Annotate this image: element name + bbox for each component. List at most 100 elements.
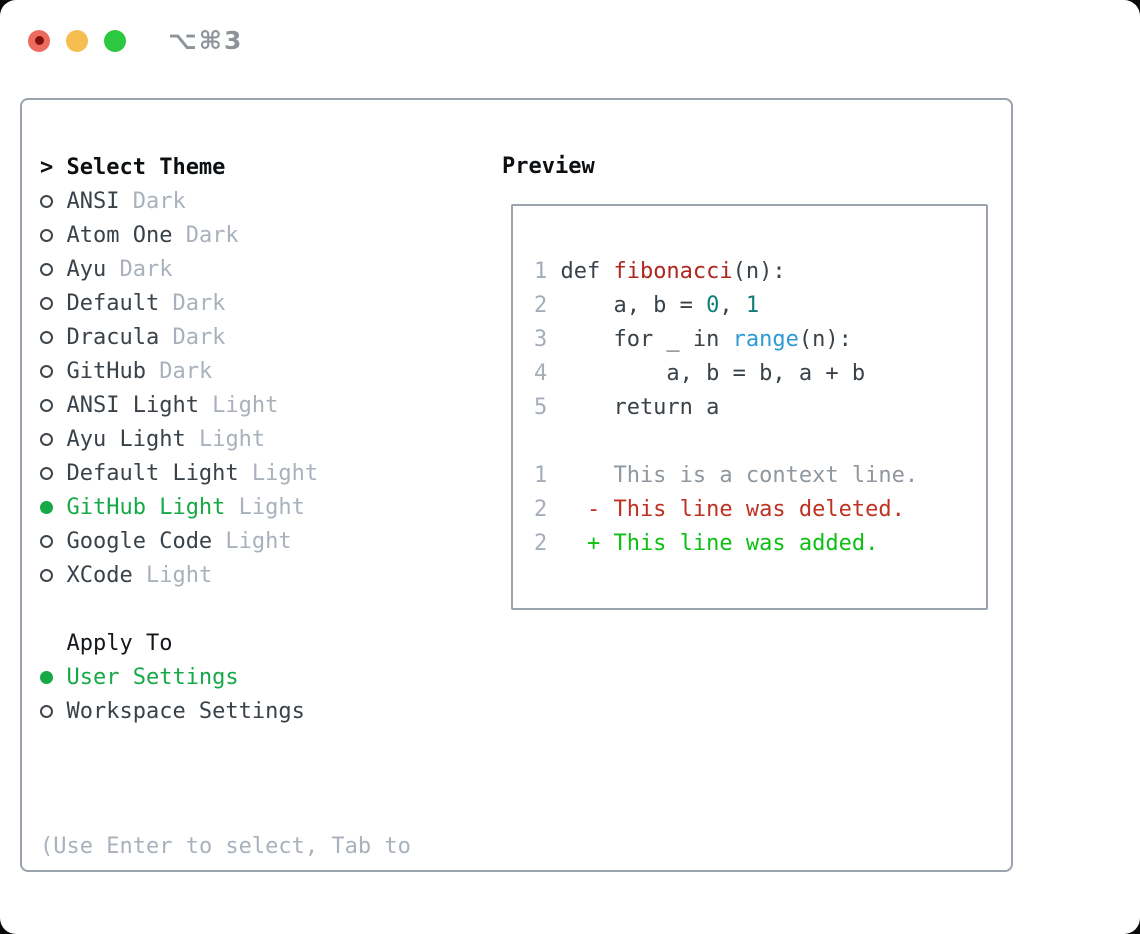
radio-selected-icon xyxy=(40,670,66,684)
line-number: 1 xyxy=(534,463,548,488)
theme-variant: Dark xyxy=(172,222,239,248)
close-dot-icon xyxy=(34,36,44,45)
minimize-button[interactable] xyxy=(66,29,88,52)
theme-option-ansi-light[interactable]: ANSI Light Light xyxy=(40,388,318,422)
theme-option-ansi[interactable]: ANSI Dark xyxy=(40,184,318,218)
theme-name: Default xyxy=(66,290,160,316)
theme-variant: Dark xyxy=(106,256,173,282)
radio-icon xyxy=(40,296,66,310)
select-theme-header: > Select Theme xyxy=(40,150,318,184)
theme-name: Default Light xyxy=(66,460,239,486)
theme-option-xcode[interactable]: XCode Light xyxy=(40,558,318,592)
line-number: 5 xyxy=(534,395,548,420)
window-shortcut-label: ⌥⌘3 xyxy=(168,26,244,55)
code-text: This is a context line. xyxy=(560,463,919,488)
theme-variant: Light xyxy=(185,426,266,452)
theme-variant: Dark xyxy=(145,358,213,384)
close-button[interactable] xyxy=(28,29,50,52)
line-number: 2 xyxy=(534,497,548,522)
theme-name: Dracula xyxy=(66,324,160,350)
code-line xyxy=(534,425,918,459)
theme-variant: Light xyxy=(132,562,213,588)
radio-icon xyxy=(40,534,66,548)
window-titlebar: ⌥⌘3 xyxy=(28,26,243,55)
line-number: 2 xyxy=(534,293,548,318)
apply-to-header: Apply To xyxy=(40,626,318,660)
code-line: 4 a, b = b, a + b xyxy=(534,357,918,391)
code-text: for _ in range(n): xyxy=(560,327,852,352)
apply-option-label: Workspace Settings xyxy=(66,698,305,724)
theme-option-google-code[interactable]: Google Code Light xyxy=(40,524,318,558)
code-line: 1 This is a context line. xyxy=(534,459,918,493)
theme-option-dracula[interactable]: Dracula Dark xyxy=(40,320,318,354)
theme-variant: Light xyxy=(198,392,279,418)
code-line: 2 - This line was deleted. xyxy=(534,493,918,527)
theme-name: Google Code xyxy=(66,528,213,554)
code-text: + This line was added. xyxy=(560,531,879,556)
code-text: return a xyxy=(560,395,720,420)
theme-option-atom-one[interactable]: Atom One Dark xyxy=(40,218,318,252)
radio-icon xyxy=(40,704,66,718)
radio-selected-icon xyxy=(40,500,66,514)
theme-variant: Light xyxy=(225,494,305,520)
code-line: 1 def fibonacci(n): xyxy=(534,255,918,289)
radio-icon xyxy=(40,466,66,480)
radio-icon xyxy=(40,194,66,208)
theme-option-github-light[interactable]: GitHub Light Light xyxy=(40,490,318,524)
theme-variant: Dark xyxy=(159,324,226,350)
line-number: 2 xyxy=(534,531,548,556)
theme-variant: Light xyxy=(212,528,292,554)
help-text: (Use Enter to select, Tab to change focu… xyxy=(40,762,411,934)
apply-option-workspace-settings[interactable]: Workspace Settings xyxy=(40,694,318,728)
theme-name: ANSI Light xyxy=(66,392,199,418)
line-number: 1 xyxy=(534,259,548,284)
radio-icon xyxy=(40,330,66,344)
code-text: def fibonacci(n): xyxy=(560,259,786,284)
line-number: 4 xyxy=(534,361,548,386)
theme-name: ANSI xyxy=(66,188,120,214)
line-number: 3 xyxy=(534,327,548,352)
theme-name: XCode xyxy=(66,562,133,588)
apply-option-label: User Settings xyxy=(66,664,239,690)
apply-to-title: Apply To xyxy=(66,630,173,656)
preview-title: Preview xyxy=(502,154,595,179)
line-number xyxy=(534,425,547,459)
theme-option-ayu-light[interactable]: Ayu Light Light xyxy=(40,422,318,456)
theme-variant: Dark xyxy=(119,188,186,214)
select-theme-title: Select Theme xyxy=(66,154,226,180)
radio-icon xyxy=(40,398,66,412)
theme-name: Atom One xyxy=(66,222,173,248)
theme-name: Ayu Light xyxy=(66,426,186,452)
zoom-button[interactable] xyxy=(104,29,126,52)
theme-option-github[interactable]: GitHub Dark xyxy=(40,354,318,388)
code-line: 3 for _ in range(n): xyxy=(534,323,918,357)
apply-option-user-settings[interactable]: User Settings xyxy=(40,660,318,694)
code-text: a, b = b, a + b xyxy=(560,361,866,386)
theme-variant: Light xyxy=(238,460,319,486)
theme-name: GitHub Light xyxy=(66,494,226,520)
code-text: - This line was deleted. xyxy=(560,497,905,522)
code-line: 5 return a xyxy=(534,391,918,425)
help-line-1: (Use Enter to select, Tab to xyxy=(40,834,411,859)
radio-icon xyxy=(40,262,66,276)
code-line: 2 + This line was added. xyxy=(534,527,918,561)
prompt-caret-icon: > xyxy=(40,154,54,180)
radio-icon xyxy=(40,568,66,582)
radio-icon xyxy=(40,228,66,242)
radio-icon xyxy=(40,432,66,446)
theme-option-ayu[interactable]: Ayu Dark xyxy=(40,252,318,286)
radio-icon xyxy=(40,364,66,378)
code-text: a, b = 0, 1 xyxy=(560,293,760,318)
theme-name: GitHub xyxy=(66,358,146,384)
theme-option-default-light[interactable]: Default Light Light xyxy=(40,456,318,490)
theme-variant: Dark xyxy=(159,290,226,316)
theme-option-default[interactable]: Default Dark xyxy=(40,286,318,320)
theme-name: Ayu xyxy=(66,256,107,282)
code-line: 2 a, b = 0, 1 xyxy=(534,289,918,323)
